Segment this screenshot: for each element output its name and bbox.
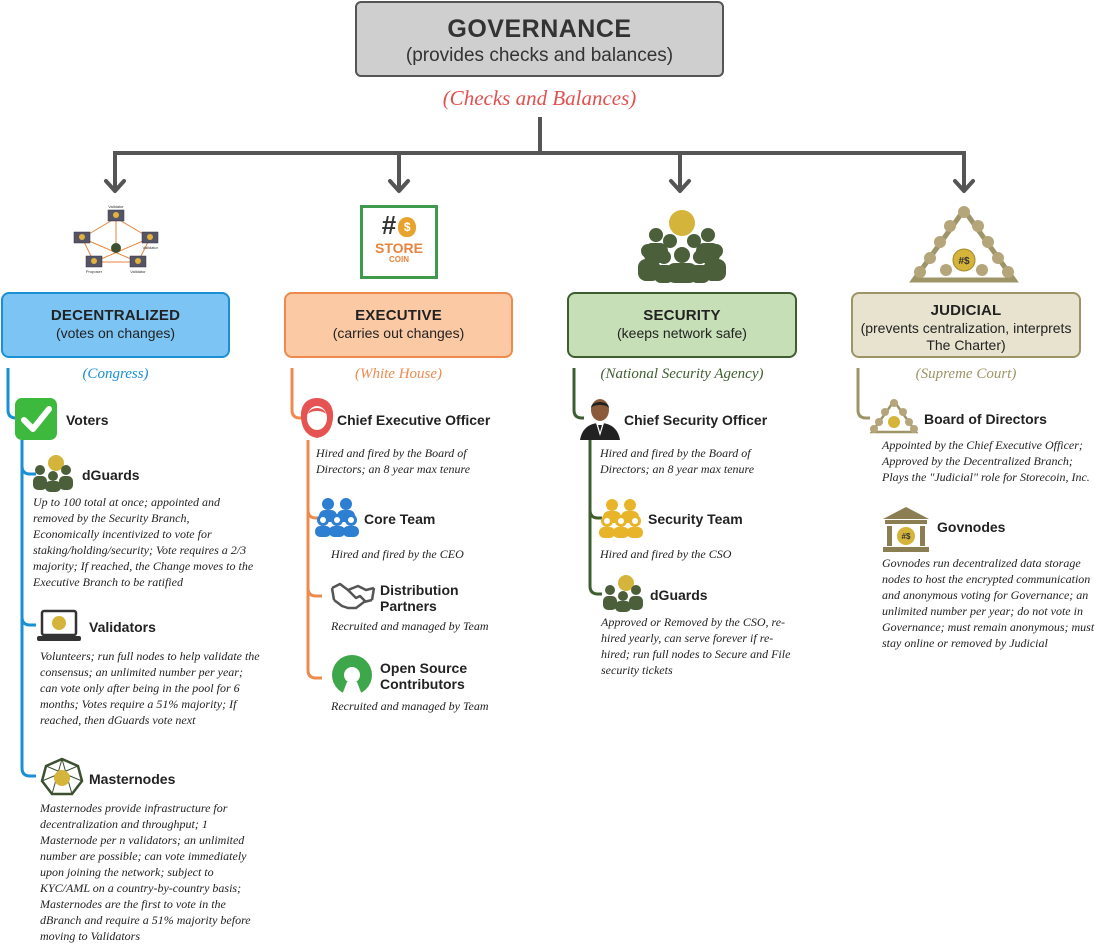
masternodes-label: Masternodes [89, 771, 176, 787]
open-source-label: Open Source Contributors [380, 660, 468, 692]
dguards-icon [33, 455, 73, 492]
core-team-icon [315, 498, 359, 537]
cso-desc: Hired and fired by the Board of Director… [600, 446, 755, 476]
masternodes-desc: Masternodes provide infrastructure for d… [40, 801, 251, 943]
validators-label: Validators [89, 619, 156, 635]
security-dguards-label: dGuards [650, 587, 708, 603]
supreme-court-alias: (Supreme Court) [915, 366, 1017, 382]
storecoin-logo: #$ STORE COIN [360, 205, 438, 279]
dguards-label: dGuards [82, 467, 140, 483]
security-branch-box: SECURITY (keeps network safe) [567, 292, 797, 358]
govnodes-label: Govnodes [937, 519, 1006, 535]
board-label: Board of Directors [924, 411, 1047, 427]
cso-icon [580, 399, 620, 440]
validator-network-icon: Validator Validator Proposer Validator [73, 204, 159, 274]
open-source-icon [332, 655, 372, 695]
executive-desc: (carries out changes) [332, 325, 465, 341]
open-source-desc: Recruited and managed by Team [331, 699, 489, 713]
core-team-label: Core Team [364, 511, 436, 527]
security-team-icon [599, 499, 643, 538]
network-validator-bottom: Validator [130, 269, 146, 274]
ceo-desc: Hired and fired by the Board of Director… [316, 446, 471, 476]
board-pyramid-icon: #$ [909, 205, 1019, 283]
svg-text:#$: #$ [902, 532, 911, 541]
decentralized-branch-box: DECENTRALIZED (votes on changes) [1, 292, 230, 358]
nsa-alias: (National Security Agency) [600, 366, 764, 382]
executive-title: EXECUTIVE [355, 307, 442, 324]
check-icon [15, 398, 57, 440]
checks-and-balances-label: (Checks and Balances) [442, 86, 637, 110]
masternode-icon [40, 757, 84, 796]
congress-alias: (Congress) [82, 366, 149, 382]
decentralized-desc: (votes on changes) [55, 325, 176, 341]
govnodes-desc: Govnodes run decentralized data storage … [882, 556, 1095, 650]
security-dguards-icon [603, 575, 643, 612]
executive-branch-box: EXECUTIVE (carries out changes) [284, 292, 513, 358]
judicial-title: JUDICIAL [930, 302, 1002, 319]
cso-label: Chief Security Officer [624, 412, 768, 428]
logo-store-text: STORE [375, 240, 423, 256]
network-proposer: Proposer [86, 269, 103, 274]
network-validator-top: Validator [108, 204, 124, 209]
validators-desc: Volunteers; run full nodes to help valid… [40, 649, 260, 727]
board-icon [869, 398, 919, 434]
governance-root-box: GOVERNANCE (provides checks and balances… [355, 1, 724, 77]
security-dguards-desc: Approved or Removed by the CSO, re-hired… [601, 615, 791, 677]
laptop-icon [37, 609, 81, 641]
logo-coin-text: COIN [389, 255, 409, 264]
security-group-icon [638, 210, 726, 283]
govnode-icon: #$ [883, 507, 929, 552]
distribution-partners-label: Distribution Partners [380, 582, 459, 614]
decentralized-title: DECENTRALIZED [50, 307, 181, 324]
voters-label: Voters [66, 412, 109, 428]
ceo-icon [300, 398, 334, 438]
dguards-desc: Up to 100 total at once; appointed and r… [33, 495, 254, 589]
distribution-partners-desc: Recruited and managed by Team [331, 619, 489, 633]
core-team-desc: Hired and fired by the CEO [331, 547, 464, 561]
svg-text:#$: #$ [958, 256, 970, 267]
governance-title: GOVERNANCE [447, 15, 632, 43]
board-desc: Appointed by the Chief Executive Officer… [882, 438, 1090, 484]
network-validator-right: Validator [143, 245, 159, 250]
white-house-alias: (White House) [354, 366, 443, 382]
judicial-desc: (prevents centralization, interprets The… [860, 320, 1072, 353]
security-title: SECURITY [643, 307, 721, 324]
handshake-icon [330, 582, 376, 610]
governance-subtitle: (provides checks and balances) [405, 45, 674, 66]
security-team-label: Security Team [648, 511, 743, 527]
security-desc: (keeps network safe) [617, 325, 747, 341]
security-team-desc: Hired and fired by the CSO [600, 547, 732, 561]
ceo-label: Chief Executive Officer [337, 412, 491, 428]
judicial-branch-box: JUDICIAL (prevents centralization, inter… [851, 292, 1081, 358]
